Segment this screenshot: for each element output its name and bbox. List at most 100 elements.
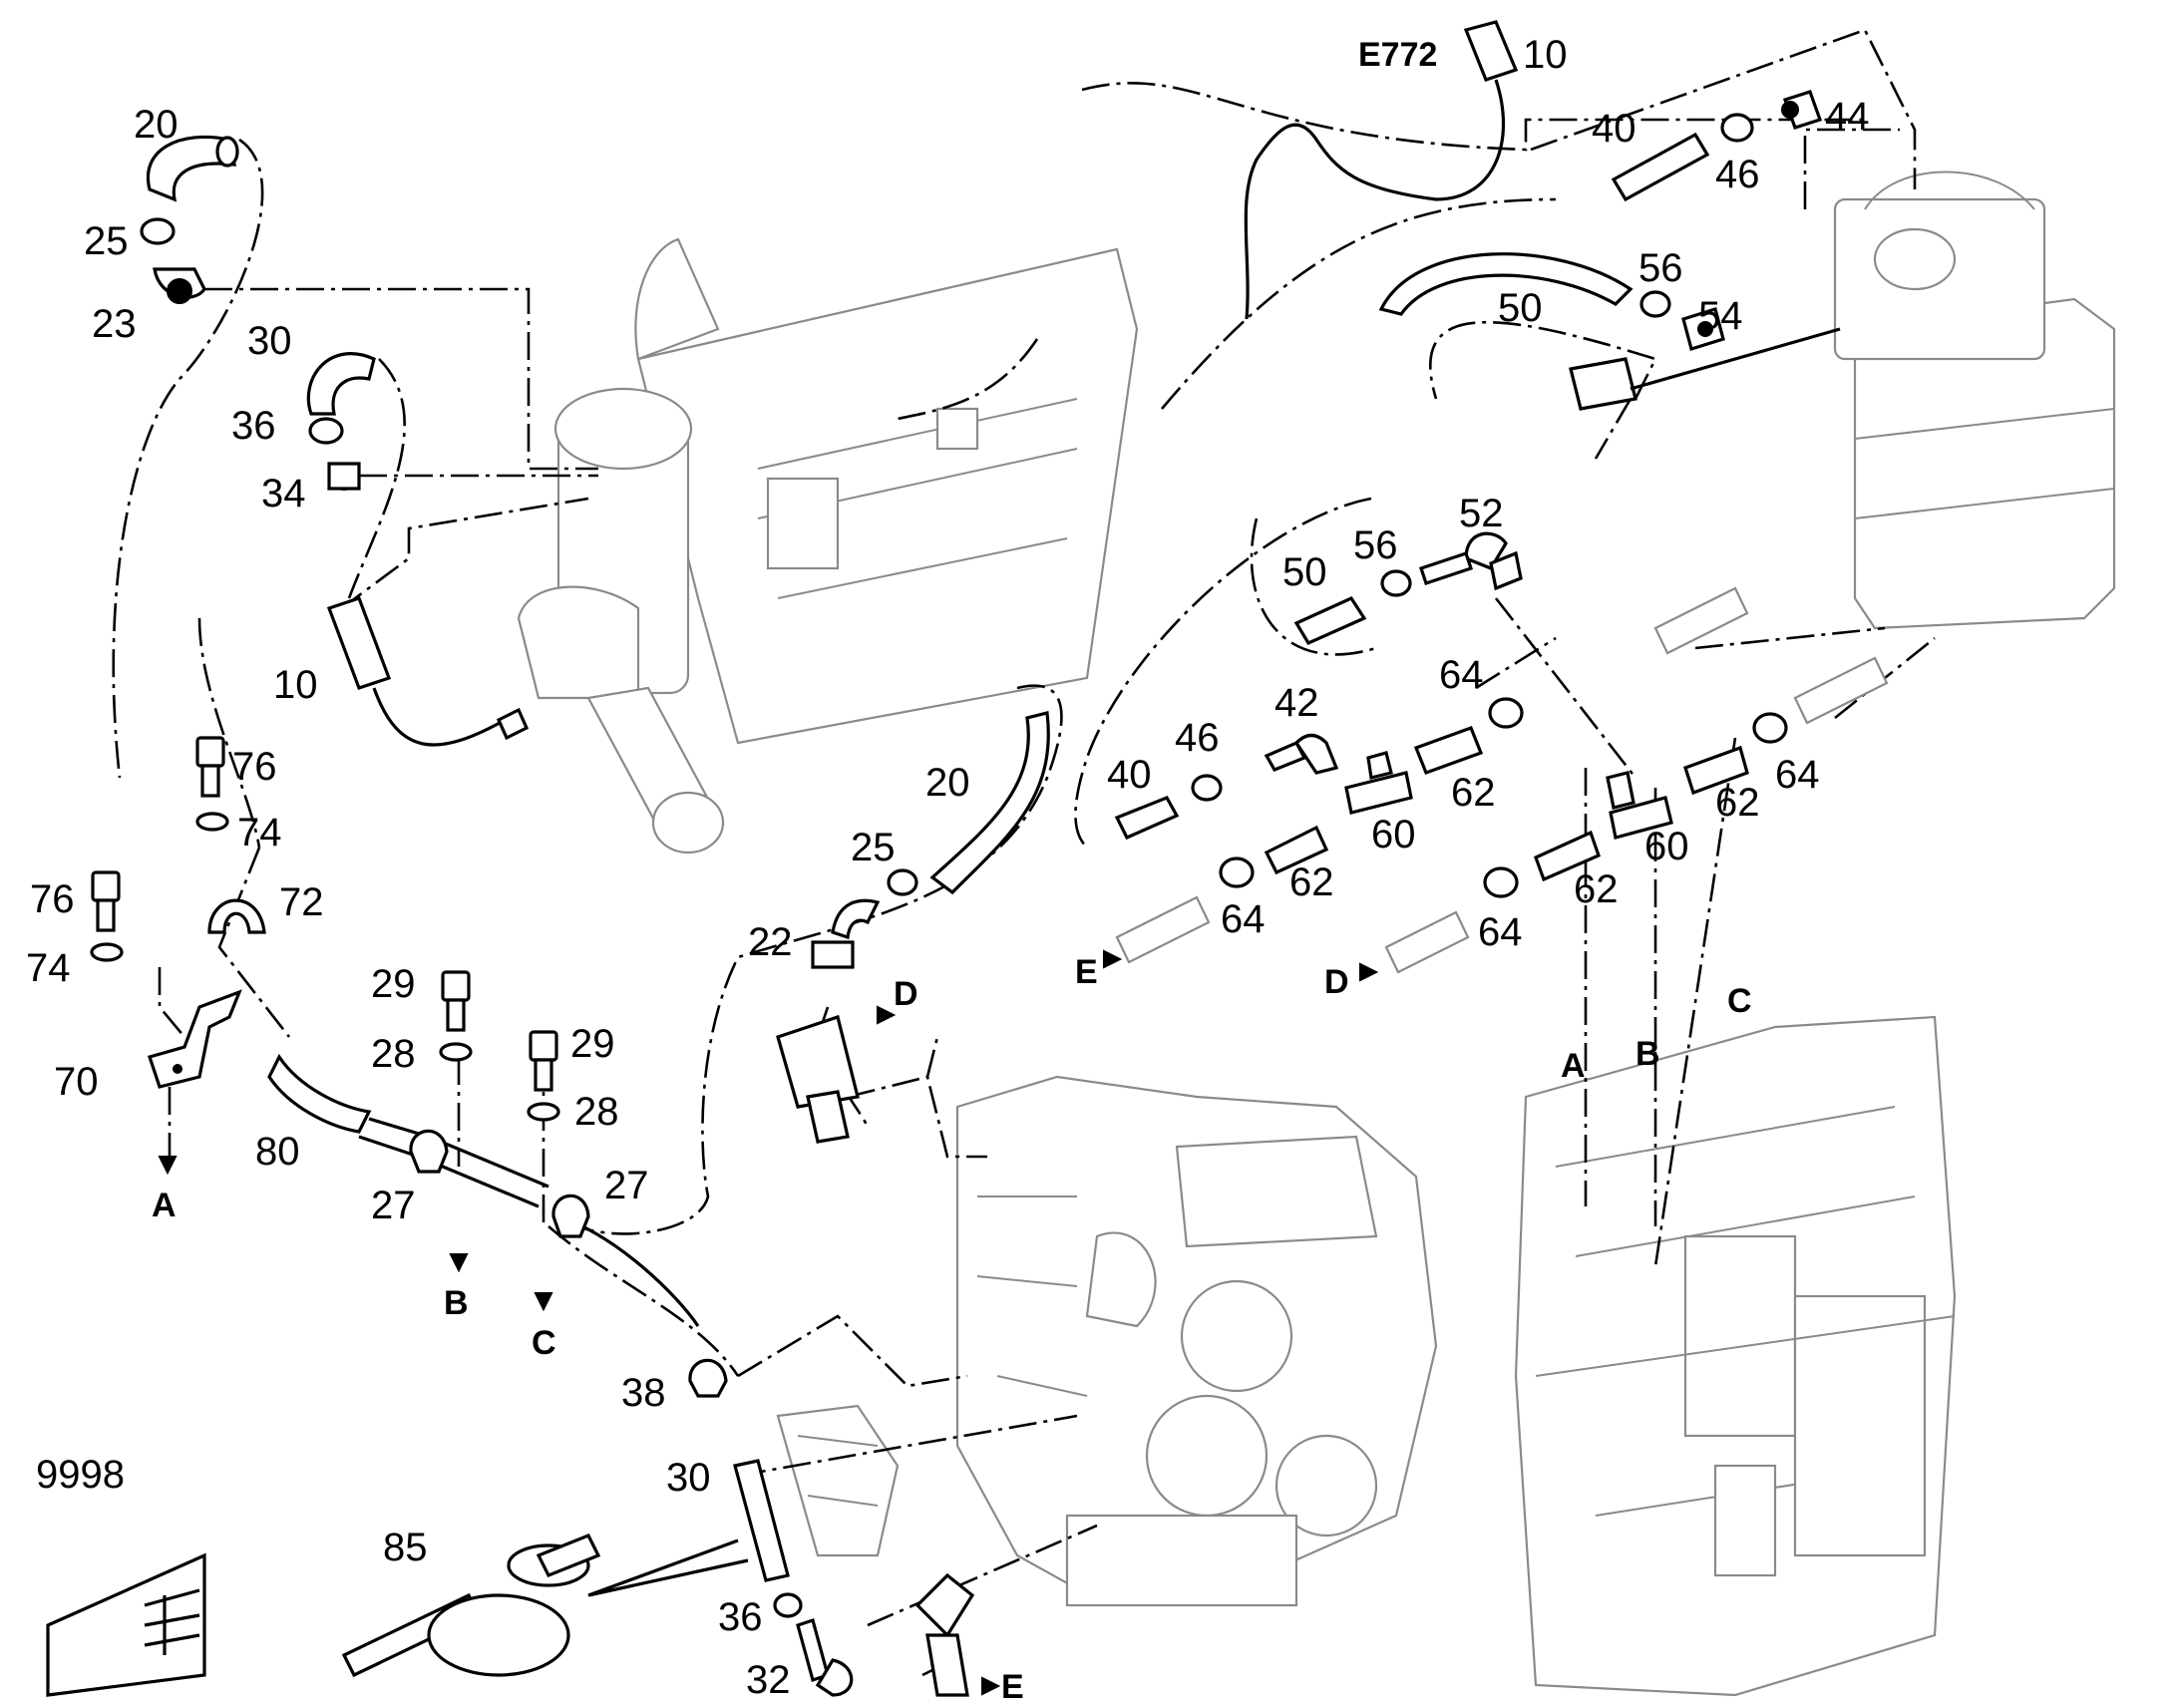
part-64-clamp-c[interactable] (1752, 712, 1788, 744)
ref-b: B (1635, 1035, 1660, 1073)
ref-e: E (1001, 1668, 1024, 1706)
part-9998-label-card[interactable] (46, 1552, 206, 1697)
part-30-hose-upper[interactable] (306, 352, 376, 416)
callout-29: 29 (570, 1022, 615, 1066)
part-62-fitting-d[interactable] (1533, 830, 1601, 882)
part-64-clamp-d[interactable] (1483, 866, 1519, 898)
part-40-hose-top[interactable] (1611, 132, 1710, 202)
part-27-clamp-a[interactable] (409, 1129, 449, 1174)
callout-46: 46 (1175, 716, 1220, 760)
part-25-clamp-lower[interactable] (887, 868, 918, 896)
callout-70: 70 (54, 1060, 99, 1104)
ref-c: C (1727, 982, 1752, 1020)
part-42-fitting[interactable] (1264, 733, 1339, 775)
part-50-hose-upper[interactable] (1378, 252, 1634, 316)
callout-23: 23 (92, 302, 137, 346)
part-85-cable-tie[interactable] (341, 1533, 749, 1678)
part-20-hose-lower[interactable] (929, 711, 1050, 895)
part-29-bolt-b[interactable] (529, 1030, 558, 1092)
part-36-clamp-upper[interactable] (308, 417, 344, 445)
callout-46: 46 (1715, 153, 1760, 196)
part-72-clamp[interactable] (207, 898, 266, 934)
part-50-hose-mid[interactable] (1293, 595, 1367, 646)
part-70-bracket[interactable] (147, 989, 242, 1089)
part-74-washer-b[interactable] (90, 942, 124, 962)
part-44-elbow-fitting[interactable] (1781, 90, 1823, 130)
part-38-clamp[interactable] (688, 1358, 728, 1398)
callout-27: 27 (371, 1184, 416, 1227)
ref-a: A (152, 1187, 177, 1224)
callout-74: 74 (26, 946, 71, 990)
part-62-fitting-b[interactable] (1264, 825, 1329, 875)
callout-74: 74 (237, 811, 282, 854)
part-60-tee-left[interactable] (1344, 751, 1413, 815)
part-62-fitting-a[interactable] (1413, 725, 1484, 776)
callout-76: 76 (30, 877, 75, 921)
part-22-elbow[interactable] (811, 898, 881, 969)
part-76-bolt-b[interactable] (91, 870, 121, 932)
callout-64: 64 (1439, 653, 1484, 697)
callout-42: 42 (1274, 681, 1319, 725)
part-74-washer-a[interactable] (195, 812, 229, 832)
callout-40: 40 (1107, 753, 1152, 797)
part-29-bolt-a[interactable] (441, 970, 471, 1032)
part-76-bolt-a[interactable] (195, 736, 225, 798)
callout-44: 44 (1825, 95, 1870, 139)
bracket-ghost-assembly (776, 1404, 900, 1557)
def-pump-valve (1569, 327, 1841, 411)
part-23-elbow-connector[interactable] (153, 267, 206, 304)
part-54-connector[interactable] (1681, 306, 1725, 352)
part-56-clamp-upper[interactable] (1639, 290, 1671, 318)
callout-29: 29 (371, 962, 416, 1006)
callout-32: 32 (746, 1658, 791, 1702)
callout-25: 25 (84, 219, 129, 263)
part-52-elbow[interactable] (1418, 531, 1523, 591)
callout-52: 52 (1459, 492, 1504, 535)
part-64-clamp-b[interactable] (1219, 856, 1255, 888)
callout-28: 28 (574, 1090, 619, 1134)
callout-56: 56 (1638, 246, 1683, 290)
callout-38: 38 (621, 1371, 666, 1415)
part-64-clamp-a[interactable] (1488, 697, 1524, 729)
callout-labels: 20 25 23 30 36 34 10 E772 10 40 46 44 50… (26, 33, 1870, 1706)
part-32-elbow[interactable] (796, 1617, 854, 1697)
part-20-hose-upper[interactable] (146, 135, 239, 202)
part-28-washer-b[interactable] (527, 1102, 560, 1122)
part-46-clamp-mid[interactable] (1191, 774, 1223, 802)
callout-62: 62 (1574, 867, 1619, 911)
part-25-clamp-upper[interactable] (140, 217, 176, 245)
callout-62: 62 (1289, 860, 1334, 904)
hose-ghost-segments (1115, 586, 1889, 974)
part-36-clamp-lower[interactable] (773, 1592, 803, 1618)
callout-27: 27 (604, 1164, 649, 1207)
lower-tee-fitting (776, 1014, 860, 1144)
def-tank-assembly (1833, 171, 2116, 630)
part-10-sensor-harness-left[interactable] (326, 595, 530, 747)
callout-64: 64 (1221, 897, 1266, 941)
part-56-clamp-mid[interactable] (1380, 569, 1412, 597)
engine-assembly (955, 1075, 1438, 1607)
part-30-hose-lower[interactable] (733, 1459, 790, 1582)
callout-20: 20 (925, 761, 970, 805)
part-62-fitting-c[interactable] (1683, 745, 1749, 796)
callout-62: 62 (1715, 781, 1760, 825)
part-28-washer-a[interactable] (439, 1042, 473, 1062)
part-60-tee-right[interactable] (1606, 771, 1673, 840)
callout-85: 85 (383, 1526, 428, 1569)
callout-80: 80 (255, 1130, 300, 1174)
leader-lines (112, 28, 1936, 1677)
part-10-sensor-harness-top[interactable] (1244, 20, 1519, 320)
callout-36: 36 (231, 404, 276, 448)
part-34-elbow-connector[interactable] (327, 462, 361, 491)
callout-64: 64 (1478, 910, 1523, 954)
arrows (158, 949, 1379, 1696)
callout-25: 25 (851, 826, 896, 869)
part-40-hose-mid[interactable] (1114, 795, 1180, 841)
callout-60: 60 (1644, 825, 1689, 868)
callout-40: 40 (1592, 107, 1636, 151)
part-27-clamp-b[interactable] (551, 1194, 590, 1238)
callout-76: 76 (232, 745, 277, 789)
vehicle-frame-assembly (1514, 1015, 1957, 1697)
part-46-clamp-top[interactable] (1720, 113, 1754, 143)
